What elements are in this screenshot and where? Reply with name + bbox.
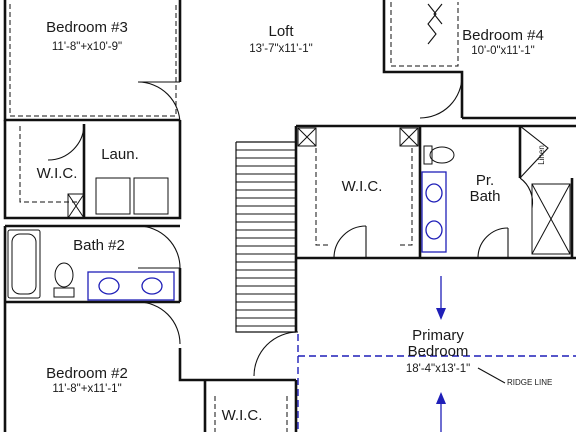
wic-primary-name: W.I.C. [342,178,383,195]
primary-bedroom-dims: 18'-4"x13'-1" [406,363,470,375]
primary-bedroom-name-1: Primary [412,327,464,344]
bedroom2-name: Bedroom #2 [46,365,128,382]
bedroom4-dims: 10'-0"x11'-1" [471,45,535,57]
bedroom3-name: Bedroom #3 [46,19,128,36]
bedroom4-name: Bedroom #4 [462,27,544,44]
wic-left-name: W.I.C. [37,165,78,182]
linen-name: Linen [537,145,546,165]
ridge-line-label: RIDGE LINE [507,378,552,387]
ridge-lines [297,334,576,432]
loft-dims: 13'-7"x11'-1" [249,43,313,55]
doors [47,3,549,377]
ridge-arrows [436,276,446,432]
wic-bottom-name: W.I.C. [222,407,263,424]
bedroom2-dims: 11'-8"+x11'-1" [52,383,121,395]
primary-bedroom-name-2: Bedroom [408,343,469,360]
closet-shelving [9,2,459,432]
laundry-name: Laun. [101,146,139,163]
walls [3,0,576,432]
bedroom3-dims: 11'-8"+x10'-9" [52,41,122,53]
staircase [236,149,296,327]
room-labels: Bedroom #3 11'-8"+x10'-9" Loft 13'-7"x11… [37,19,553,424]
loft-name: Loft [268,23,294,40]
primary-bath-name-1: Pr. [476,172,494,189]
primary-bath-name-2: Bath [470,188,501,205]
fixtures [7,127,571,301]
bath2-name: Bath #2 [73,237,125,254]
